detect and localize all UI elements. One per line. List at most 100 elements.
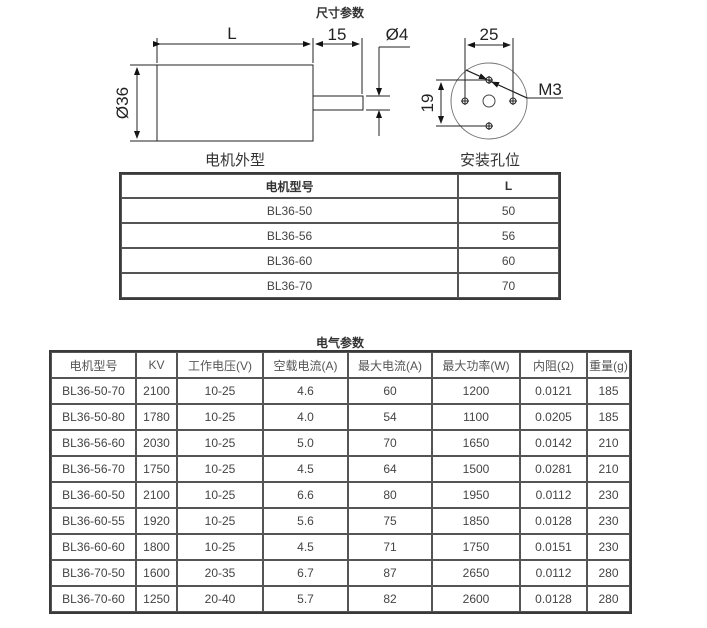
cell-kv: 1750 [136,456,177,482]
cell-model: BL36-56-60 [51,430,136,456]
cell-weight: 230 [587,508,630,534]
cell-resistance: 0.0112 [520,560,587,586]
cell-max-power: 1500 [432,456,520,482]
header-weight: 重量(g) [587,352,630,378]
cell-weight: 230 [587,534,630,560]
cell-noload-current: 5.7 [263,586,348,612]
cell-kv: 1780 [136,404,177,430]
cell-voltage: 20-40 [177,586,263,612]
cell-model: BL36-50 [121,198,458,223]
label-length: L [227,24,236,43]
cell-noload-current: 5.6 [263,508,348,534]
cell-max-current: 80 [348,482,432,508]
cell-max-power: 1750 [432,534,520,560]
cell-max-current: 87 [348,560,432,586]
cell-resistance: 0.0112 [520,482,587,508]
header-resistance: 内阻(Ω) [520,352,587,378]
cell-voltage: 20-35 [177,560,263,586]
motor-shaft-outline [312,95,364,111]
header-max-current: 最大电流(A) [348,352,432,378]
cell-max-current: 75 [348,508,432,534]
electrical-section-title: 电气参数 [315,336,364,350]
table-row: BL36-70 70 [121,273,559,298]
cell-max-power: 1850 [432,508,520,534]
cell-noload-current: 6.7 [263,560,348,586]
cell-max-current: 82 [348,586,432,612]
cell-max-power: 2600 [432,586,520,612]
label-shaft-length: 15 [328,25,347,44]
cell-weight: 185 [587,404,630,430]
cell-model: BL36-56 [121,223,458,248]
cell-voltage: 10-25 [177,430,263,456]
cell-voltage: 10-25 [177,404,263,430]
cell-resistance: 0.0128 [520,508,587,534]
cell-resistance: 0.0281 [520,456,587,482]
label-hole-spacing-h: 25 [480,25,499,44]
cell-voltage: 10-25 [177,482,263,508]
cell-noload-current: 4.0 [263,404,348,430]
cell-max-current: 60 [348,378,432,404]
label-thread: M3 [538,80,562,99]
cell-kv: 1600 [136,560,177,586]
cell-noload-current: 4.5 [263,534,348,560]
cell-model: BL36-70 [121,273,458,298]
cell-model: BL36-70-50 [51,560,136,586]
cell-weight: 210 [587,456,630,482]
cell-resistance: 0.0142 [520,430,587,456]
cell-model: BL36-60 [121,248,458,273]
cell-max-current: 70 [348,430,432,456]
table-header-row: 电机型号 KV 工作电压(V) 空载电流(A) 最大电流(A) 最大功率(W) … [51,352,630,378]
cell-resistance: 0.0128 [520,586,587,612]
cell-weight: 185 [587,378,630,404]
cell-max-power: 1950 [432,482,520,508]
header-kv: KV [136,352,177,378]
cell-kv: 2100 [136,378,177,404]
cell-kv: 2100 [136,482,177,508]
mounting-caption: 安装孔位 [459,152,520,169]
table-row: BL36-50 50 [121,198,559,223]
dimension-section-title: 尺寸参数 [315,6,364,20]
cell-voltage: 10-25 [177,378,263,404]
table-header-row: 电机型号 L [121,174,559,198]
header-noload-current: 空载电流(A) [263,352,348,378]
cell-model: BL36-50-70 [51,378,136,404]
electrical-table: 电机型号 KV 工作电压(V) 空载电流(A) 最大电流(A) 最大功率(W) … [49,350,632,614]
cell-length: 56 [458,223,559,248]
cell-voltage: 10-25 [177,534,263,560]
cell-max-current: 54 [348,404,432,430]
cell-max-power: 1200 [432,378,520,404]
cell-weight: 280 [587,560,630,586]
motor-body-outline [156,64,314,142]
cell-max-current: 64 [348,456,432,482]
cell-model: BL36-60-60 [51,534,136,560]
cell-kv: 1250 [136,586,177,612]
cell-model: BL36-70-60 [51,586,136,612]
motor-outline-caption: 电机外型 [204,152,265,169]
cell-resistance: 0.0205 [520,404,587,430]
cell-length: 60 [458,248,559,273]
header-max-power: 最大功率(W) [432,352,520,378]
cell-model: BL36-60-50 [51,482,136,508]
cell-voltage: 10-25 [177,456,263,482]
cell-length: 50 [458,198,559,223]
label-body-diameter: Ø36 [113,87,132,119]
cell-noload-current: 6.6 [263,482,348,508]
header-model: 电机型号 [51,352,136,378]
cell-weight: 210 [587,430,630,456]
header-model: 电机型号 [121,174,458,198]
table-row: BL36-60 60 [121,248,559,273]
cell-model: BL36-56-70 [51,456,136,482]
motor-drawing: L 15 Ø4 Ø36 25 19 M3 [113,24,563,142]
cell-max-current: 71 [348,534,432,560]
label-shaft-diameter: Ø4 [386,25,409,44]
cell-weight: 280 [587,586,630,612]
cell-length: 70 [458,273,559,298]
cell-max-power: 2650 [432,560,520,586]
